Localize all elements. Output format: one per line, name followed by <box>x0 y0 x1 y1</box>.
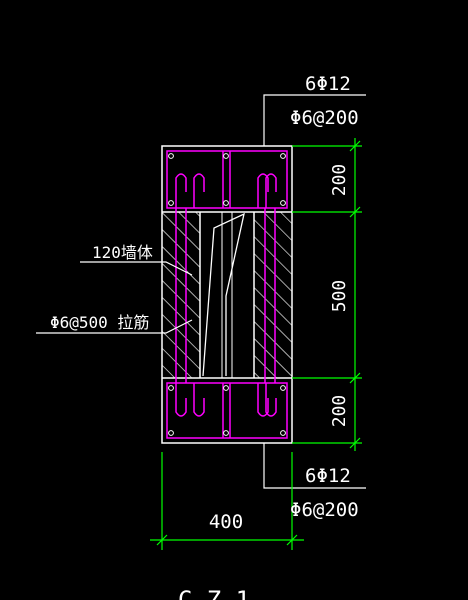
rebar-group <box>166 150 288 439</box>
top-stirrups-label: Φ6@200 <box>290 107 359 129</box>
section-title: C Z 1 <box>178 586 250 600</box>
dim-bottom-text: 200 <box>329 395 350 428</box>
dim-middle-text: 500 <box>329 280 350 313</box>
break-symbol <box>202 212 245 377</box>
tie-bars-label: Φ6@500 拉筋 <box>50 313 149 332</box>
wall-hatch-left <box>162 212 200 378</box>
dim-width-text: 400 <box>209 511 243 533</box>
column-outline <box>161 145 293 444</box>
bottom-main-bars-label: 6Φ12 <box>305 465 351 487</box>
dimension-lines <box>150 138 362 550</box>
leader-lines <box>36 94 366 489</box>
main-bars <box>168 153 286 436</box>
top-main-bars-label: 6Φ12 <box>305 73 351 95</box>
bottom-stirrups-label: Φ6@200 <box>290 499 359 521</box>
dim-top-text: 200 <box>329 164 350 197</box>
wall-hatch-right <box>254 212 292 378</box>
wall-label: 120墙体 <box>92 243 153 262</box>
